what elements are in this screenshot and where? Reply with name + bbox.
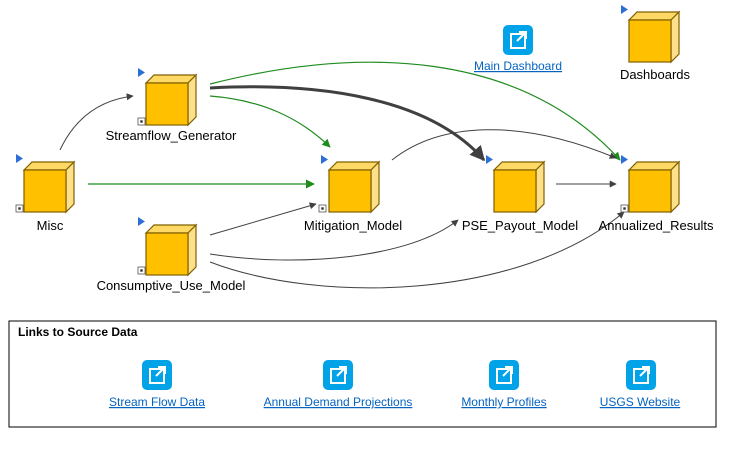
arrow-streamflow-to-pse bbox=[209, 85, 486, 162]
node-label: Annualized_Results bbox=[599, 218, 714, 233]
arrow-consumptive-to-mitigation bbox=[209, 202, 317, 236]
main-dashboard-link[interactable]: Main Dashboard bbox=[474, 24, 562, 73]
arrow-streamflow-to-annualized bbox=[209, 61, 621, 161]
arrow-mitigation-to-annualized bbox=[391, 129, 617, 161]
arrow-misc-to-streamflow bbox=[59, 93, 134, 151]
node-misc[interactable]: Misc bbox=[15, 154, 75, 233]
node-streamflow-generator[interactable]: Streamflow_Generator bbox=[106, 68, 237, 143]
node-consumptive-use-model[interactable]: Consumptive_Use_Model bbox=[97, 217, 246, 293]
external-link-icon[interactable] bbox=[141, 359, 173, 391]
external-link-icon[interactable] bbox=[322, 359, 354, 391]
node-label: Consumptive_Use_Model bbox=[97, 278, 246, 293]
link-label[interactable]: Annual Demand Projections bbox=[264, 395, 413, 409]
monthly-profiles-link[interactable]: Monthly Profiles bbox=[461, 359, 547, 409]
node-label: Streamflow_Generator bbox=[106, 128, 237, 143]
cube-icon bbox=[628, 11, 680, 63]
cube-icon bbox=[328, 161, 380, 213]
external-link-icon[interactable] bbox=[488, 359, 520, 391]
cube-icon bbox=[628, 161, 680, 213]
arrow-consumptive-to-annualized bbox=[209, 211, 625, 289]
node-mitigation-model[interactable]: Mitigation_Model bbox=[304, 155, 402, 233]
link-label[interactable]: Main Dashboard bbox=[474, 59, 562, 73]
expand-icon[interactable] bbox=[137, 266, 146, 275]
node-pse-payout-model[interactable]: PSE_Payout_Model bbox=[462, 155, 578, 233]
annual-demand-projections-link[interactable]: Annual Demand Projections bbox=[264, 359, 413, 409]
connections bbox=[59, 61, 625, 289]
node-annualized-results[interactable]: Annualized_Results bbox=[599, 155, 714, 233]
link-label[interactable]: Stream Flow Data bbox=[109, 395, 205, 409]
arrow-consumptive-to-pse bbox=[209, 219, 459, 261]
link-label[interactable]: Monthly Profiles bbox=[461, 395, 546, 409]
run-marker-icon[interactable] bbox=[138, 68, 145, 77]
usgs-website-link[interactable]: USGS Website bbox=[600, 359, 681, 409]
node-label: Dashboards bbox=[620, 67, 691, 82]
run-marker-icon[interactable] bbox=[16, 154, 23, 163]
node-label: PSE_Payout_Model bbox=[462, 218, 578, 233]
run-marker-icon[interactable] bbox=[621, 5, 628, 14]
arrow-streamflow-to-mitigation bbox=[209, 95, 331, 148]
run-marker-icon[interactable] bbox=[621, 155, 628, 164]
node-label: Mitigation_Model bbox=[304, 218, 402, 233]
external-link-icon[interactable] bbox=[502, 24, 534, 56]
node-label: Misc bbox=[37, 218, 64, 233]
source-data-title: Links to Source Data bbox=[18, 325, 138, 339]
source-data-border bbox=[8, 320, 717, 428]
cube-icon bbox=[145, 74, 197, 126]
expand-icon[interactable] bbox=[137, 117, 146, 126]
expand-icon[interactable] bbox=[620, 204, 629, 213]
run-marker-icon[interactable] bbox=[321, 155, 328, 164]
run-marker-icon[interactable] bbox=[486, 155, 493, 164]
run-marker-icon[interactable] bbox=[138, 217, 145, 226]
cube-icon bbox=[493, 161, 545, 213]
expand-icon[interactable] bbox=[15, 204, 24, 213]
cube-icon bbox=[23, 161, 75, 213]
cube-icon bbox=[145, 224, 197, 276]
node-dashboards[interactable]: Dashboards bbox=[620, 5, 691, 82]
source-data-panel: Links to Source Data Stream Flow Data An… bbox=[8, 320, 717, 428]
stream-flow-data-link[interactable]: Stream Flow Data bbox=[109, 359, 205, 409]
expand-icon[interactable] bbox=[318, 204, 327, 213]
link-label[interactable]: USGS Website bbox=[600, 395, 681, 409]
external-link-icon[interactable] bbox=[625, 359, 657, 391]
